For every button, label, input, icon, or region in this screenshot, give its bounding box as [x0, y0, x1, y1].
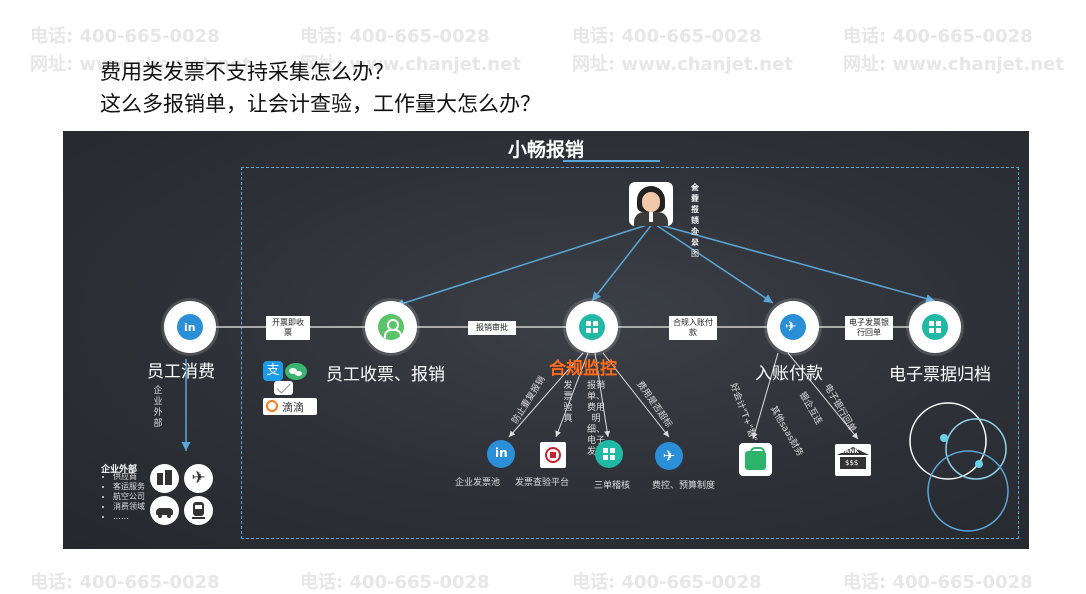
item-invoice-pool: 企业发票池: [455, 478, 501, 488]
watermark-phone: 电话: 400-665-0028: [843, 572, 1033, 593]
node-e-archive[interactable]: [909, 301, 961, 353]
watermark-phone: 电话: 400-665-0028: [30, 26, 220, 47]
tax-seal-icon: [540, 442, 566, 468]
watermark-site: 网址: www.chanjet.net: [572, 54, 793, 75]
linkedin-icon: in: [487, 440, 515, 468]
windows-icon: [922, 314, 948, 340]
label-posting-payment: 入账付款: [755, 364, 823, 384]
process-slide: 小畅报销: [63, 131, 1029, 549]
plane-icon: ✈: [184, 464, 213, 493]
node-posting-payment[interactable]: ✈: [767, 301, 819, 353]
external-title: 企业外部: [101, 465, 138, 475]
alipay-icon: 支: [263, 361, 283, 381]
watermark-phone: 电话: 400-665-0028: [300, 26, 490, 47]
external-list: 供应商 客运服务 航空公司 消费领域 ……: [103, 472, 145, 522]
item-three-way-check: 三单稽核: [594, 481, 631, 491]
item-verify-platform: 发票查验平台: [515, 478, 570, 488]
watermark-site: 网址: www.chanjet.net: [843, 54, 1064, 75]
watermark-site: 网址: www.chanjet.net: [30, 54, 251, 75]
bird-icon: ✈: [655, 442, 683, 470]
outside-label: 企业外部: [153, 386, 163, 429]
tag-invoice-receipt: 开票即收票: [266, 316, 310, 340]
watermark-phone: 电话: 400-665-0028: [30, 572, 220, 593]
label-e-archive: 电子票据归档: [889, 365, 991, 385]
heading-line-1: 费用类发票不支持采集怎么办？: [100, 60, 394, 84]
node-compliance[interactable]: [566, 301, 618, 353]
watermark-phone: 电话: 400-665-0028: [572, 572, 762, 593]
bird-icon: ✈: [780, 314, 806, 340]
wechat-icon: [285, 363, 307, 380]
windows-icon: [595, 440, 623, 468]
item-budget-control: 费控、预算制度: [652, 481, 716, 491]
tag-bank-receipt: 电子发票银行回单: [845, 316, 893, 340]
bag-icon: [739, 443, 772, 476]
tag-approval: 报销审批: [468, 321, 516, 335]
accountant-avatar: [629, 182, 673, 226]
linkedin-icon: in: [177, 314, 203, 340]
label-compliance: 合规监控: [549, 359, 617, 379]
didi-icon: [266, 400, 278, 412]
car-icon: [150, 496, 179, 525]
watermark-phone: 电话: 400-665-0028: [572, 26, 762, 47]
bank-icon: BANK $$$: [835, 444, 871, 476]
user-icon: [378, 314, 404, 340]
mail-icon: [274, 379, 293, 395]
node-collect-reimburse[interactable]: [365, 301, 417, 353]
train-icon: [184, 496, 213, 525]
label-collect-reimburse: 员工收票、报销: [326, 365, 445, 385]
flow-lines: [181, 222, 1009, 532]
watermark-phone: 电话: 400-665-0028: [843, 26, 1033, 47]
label-employee-spending: 员工消费: [147, 362, 215, 382]
watermark-phone: 电话: 400-665-0028: [300, 572, 490, 593]
building-icon: [150, 464, 179, 493]
dashed-frame: [241, 167, 1019, 539]
branch-verify: 发票验真: [563, 381, 573, 424]
watermark-site: 网址: www.chanjet.net: [300, 54, 521, 75]
brand-underline: [563, 160, 660, 162]
brand-title: 小畅报销: [507, 139, 584, 161]
tag-posting: 合规入账付款: [669, 316, 717, 340]
windows-icon: [579, 314, 605, 340]
heading-line-2: 这么多报销单，让会计查验，工作量大怎么办？: [100, 92, 541, 116]
didi-badge: 滴滴: [263, 398, 317, 415]
node-employee-spending[interactable]: in: [164, 301, 216, 353]
